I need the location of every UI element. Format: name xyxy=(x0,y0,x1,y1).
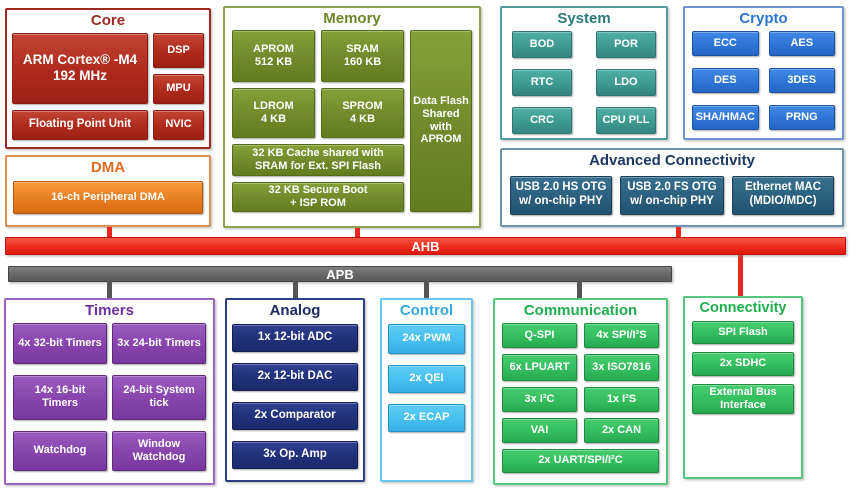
connector-apb-control xyxy=(424,281,429,299)
timers-block-3: 14x 16-bit Timers xyxy=(13,374,107,420)
comm-block-8: 2x CAN xyxy=(584,417,659,443)
section-system-title: System xyxy=(557,10,611,27)
core-block-5: NVIC xyxy=(153,109,204,140)
crypto-block-3: DES xyxy=(692,67,759,93)
comm-block-4: 3x ISO7816 xyxy=(584,353,659,381)
section-memory-title: Memory xyxy=(323,10,381,27)
connector-dma-ahb xyxy=(107,227,112,237)
memory-block-6: 32 KB Secure Boot + ISP ROM xyxy=(232,181,404,212)
comm-block-1: Q-SPI xyxy=(502,322,577,348)
connectivity-blocks: SPI Flash 2x SDHC External Bus Interface xyxy=(692,320,794,414)
core-block-1: ARM Cortex® -M4 192 MHz xyxy=(12,32,148,104)
section-dma-title: DMA xyxy=(90,159,126,176)
system-block-2: POR xyxy=(596,30,656,58)
control-blocks: 24x PWM 2x QEI 2x ECAP xyxy=(388,323,465,432)
memory-block-3: LDROM 4 KB xyxy=(232,87,315,138)
conn-block-2: 2x SDHC xyxy=(692,351,794,376)
crypto-blocks: ECC AES DES 3DES SHA/HMAC PRNG xyxy=(692,30,835,130)
advconn-block-1: USB 2.0 HS OTG w/ on-chip PHY xyxy=(510,175,612,215)
comm-block-7: VAI xyxy=(502,417,577,443)
control-block-2: 2x QEI xyxy=(388,364,465,393)
dma-blocks: 16-ch Peripheral DMA xyxy=(13,180,203,214)
crypto-block-5: SHA/HMAC xyxy=(692,104,759,130)
section-advanced-connectivity-title: Advanced Connectivity xyxy=(589,152,755,169)
crypto-block-2: AES xyxy=(768,30,835,56)
apb-bus: APB xyxy=(8,266,672,282)
system-blocks: BOD POR RTC LDO CRC CPU PLL xyxy=(512,30,656,134)
timers-block-5: Watchdog xyxy=(13,430,107,471)
ahb-bus: AHB xyxy=(5,237,846,255)
analog-blocks: 1x 12-bit ADC 2x 12-bit DAC 2x Comparator 3… xyxy=(232,323,358,469)
timers-block-4: 24-bit System tick xyxy=(112,374,206,420)
connector-memory-ahb xyxy=(355,228,360,237)
memory-block-7: Data Flash Shared with APROM xyxy=(410,29,472,212)
timers-block-6: Window Watchdog xyxy=(112,430,206,471)
analog-block-3: 2x Comparator xyxy=(232,401,358,430)
core-block-3: MPU xyxy=(153,73,204,104)
section-system: System BOD POR RTC LDO CRC CPU PLL xyxy=(500,6,668,140)
comm-block-9: 2x UART/SPI/I²C xyxy=(502,448,659,473)
section-analog-title: Analog xyxy=(269,302,321,319)
timers-block-1: 4x 32-bit Timers xyxy=(13,322,107,364)
dma-block-1: 16-ch Peripheral DMA xyxy=(13,180,203,214)
section-control: Control 24x PWM 2x QEI 2x ECAP xyxy=(380,298,473,482)
section-connectivity: Connectivity SPI Flash 2x SDHC External Bu… xyxy=(683,296,803,479)
crypto-block-4: 3DES xyxy=(768,67,835,93)
section-control-title: Control xyxy=(399,302,454,319)
control-block-1: 24x PWM xyxy=(388,323,465,354)
analog-block-1: 1x 12-bit ADC xyxy=(232,323,358,352)
system-block-5: CRC xyxy=(512,106,572,134)
section-timers-title: Timers xyxy=(85,302,134,319)
section-dma: DMA 16-ch Peripheral DMA xyxy=(5,155,211,227)
memory-block-1: APROM 512 KB xyxy=(232,29,315,82)
section-communication-title: Communication xyxy=(523,302,638,319)
conn-block-3: External Bus Interface xyxy=(692,383,794,414)
memory-block-5: 32 KB Cache shared with SRAM for Ext. SP… xyxy=(232,143,404,176)
comm-block-6: 1x I²S xyxy=(584,386,659,412)
memory-block-2: SRAM 160 KB xyxy=(321,29,404,82)
connector-ahb-connectivity xyxy=(738,254,743,297)
conn-block-1: SPI Flash xyxy=(692,320,794,344)
system-block-6: CPU PLL xyxy=(596,106,656,134)
connector-apb-analog xyxy=(293,281,298,299)
crypto-block-6: PRNG xyxy=(768,104,835,130)
memory-block-4: SPROM 4 KB xyxy=(321,87,404,138)
section-advanced-connectivity: Advanced Connectivity USB 2.0 HS OTG w/ … xyxy=(500,148,844,227)
section-core-title: Core xyxy=(90,12,126,29)
section-crypto-title: Crypto xyxy=(739,10,788,27)
analog-block-4: 3x Op. Amp xyxy=(232,440,358,469)
apb-bus-label: APB xyxy=(326,266,354,282)
core-block-4: Floating Point Unit xyxy=(12,109,148,140)
timers-block-2: 3x 24-bit Timers xyxy=(112,322,206,364)
system-block-4: LDO xyxy=(596,68,656,96)
system-block-3: RTC xyxy=(512,68,572,96)
control-block-3: 2x ECAP xyxy=(388,403,465,432)
system-block-1: BOD xyxy=(512,30,572,58)
comm-block-5: 3x I²C xyxy=(502,386,577,412)
section-connectivity-title: Connectivity xyxy=(699,300,787,316)
analog-block-2: 2x 12-bit DAC xyxy=(232,362,358,391)
advconn-block-2: USB 2.0 FS OTG w/ on-chip PHY xyxy=(620,175,724,215)
comm-block-2: 4x SPI/I²S xyxy=(584,322,659,348)
connector-apb-timers xyxy=(107,281,112,299)
ahb-bus-label: AHB xyxy=(411,238,440,254)
comm-block-3: 6x LPUART xyxy=(502,353,577,381)
advconn-block-3: Ethernet MAC (MDIO/MDC) xyxy=(732,175,834,215)
connector-advconn-ahb xyxy=(676,227,681,237)
crypto-block-1: ECC xyxy=(692,30,759,56)
connector-apb-communication xyxy=(577,281,582,299)
core-block-2: DSP xyxy=(153,32,204,68)
section-crypto: Crypto ECC AES DES 3DES SHA/HMAC PRNG xyxy=(683,6,844,140)
section-analog: Analog 1x 12-bit ADC 2x 12-bit DAC 2x Comp… xyxy=(225,298,365,482)
